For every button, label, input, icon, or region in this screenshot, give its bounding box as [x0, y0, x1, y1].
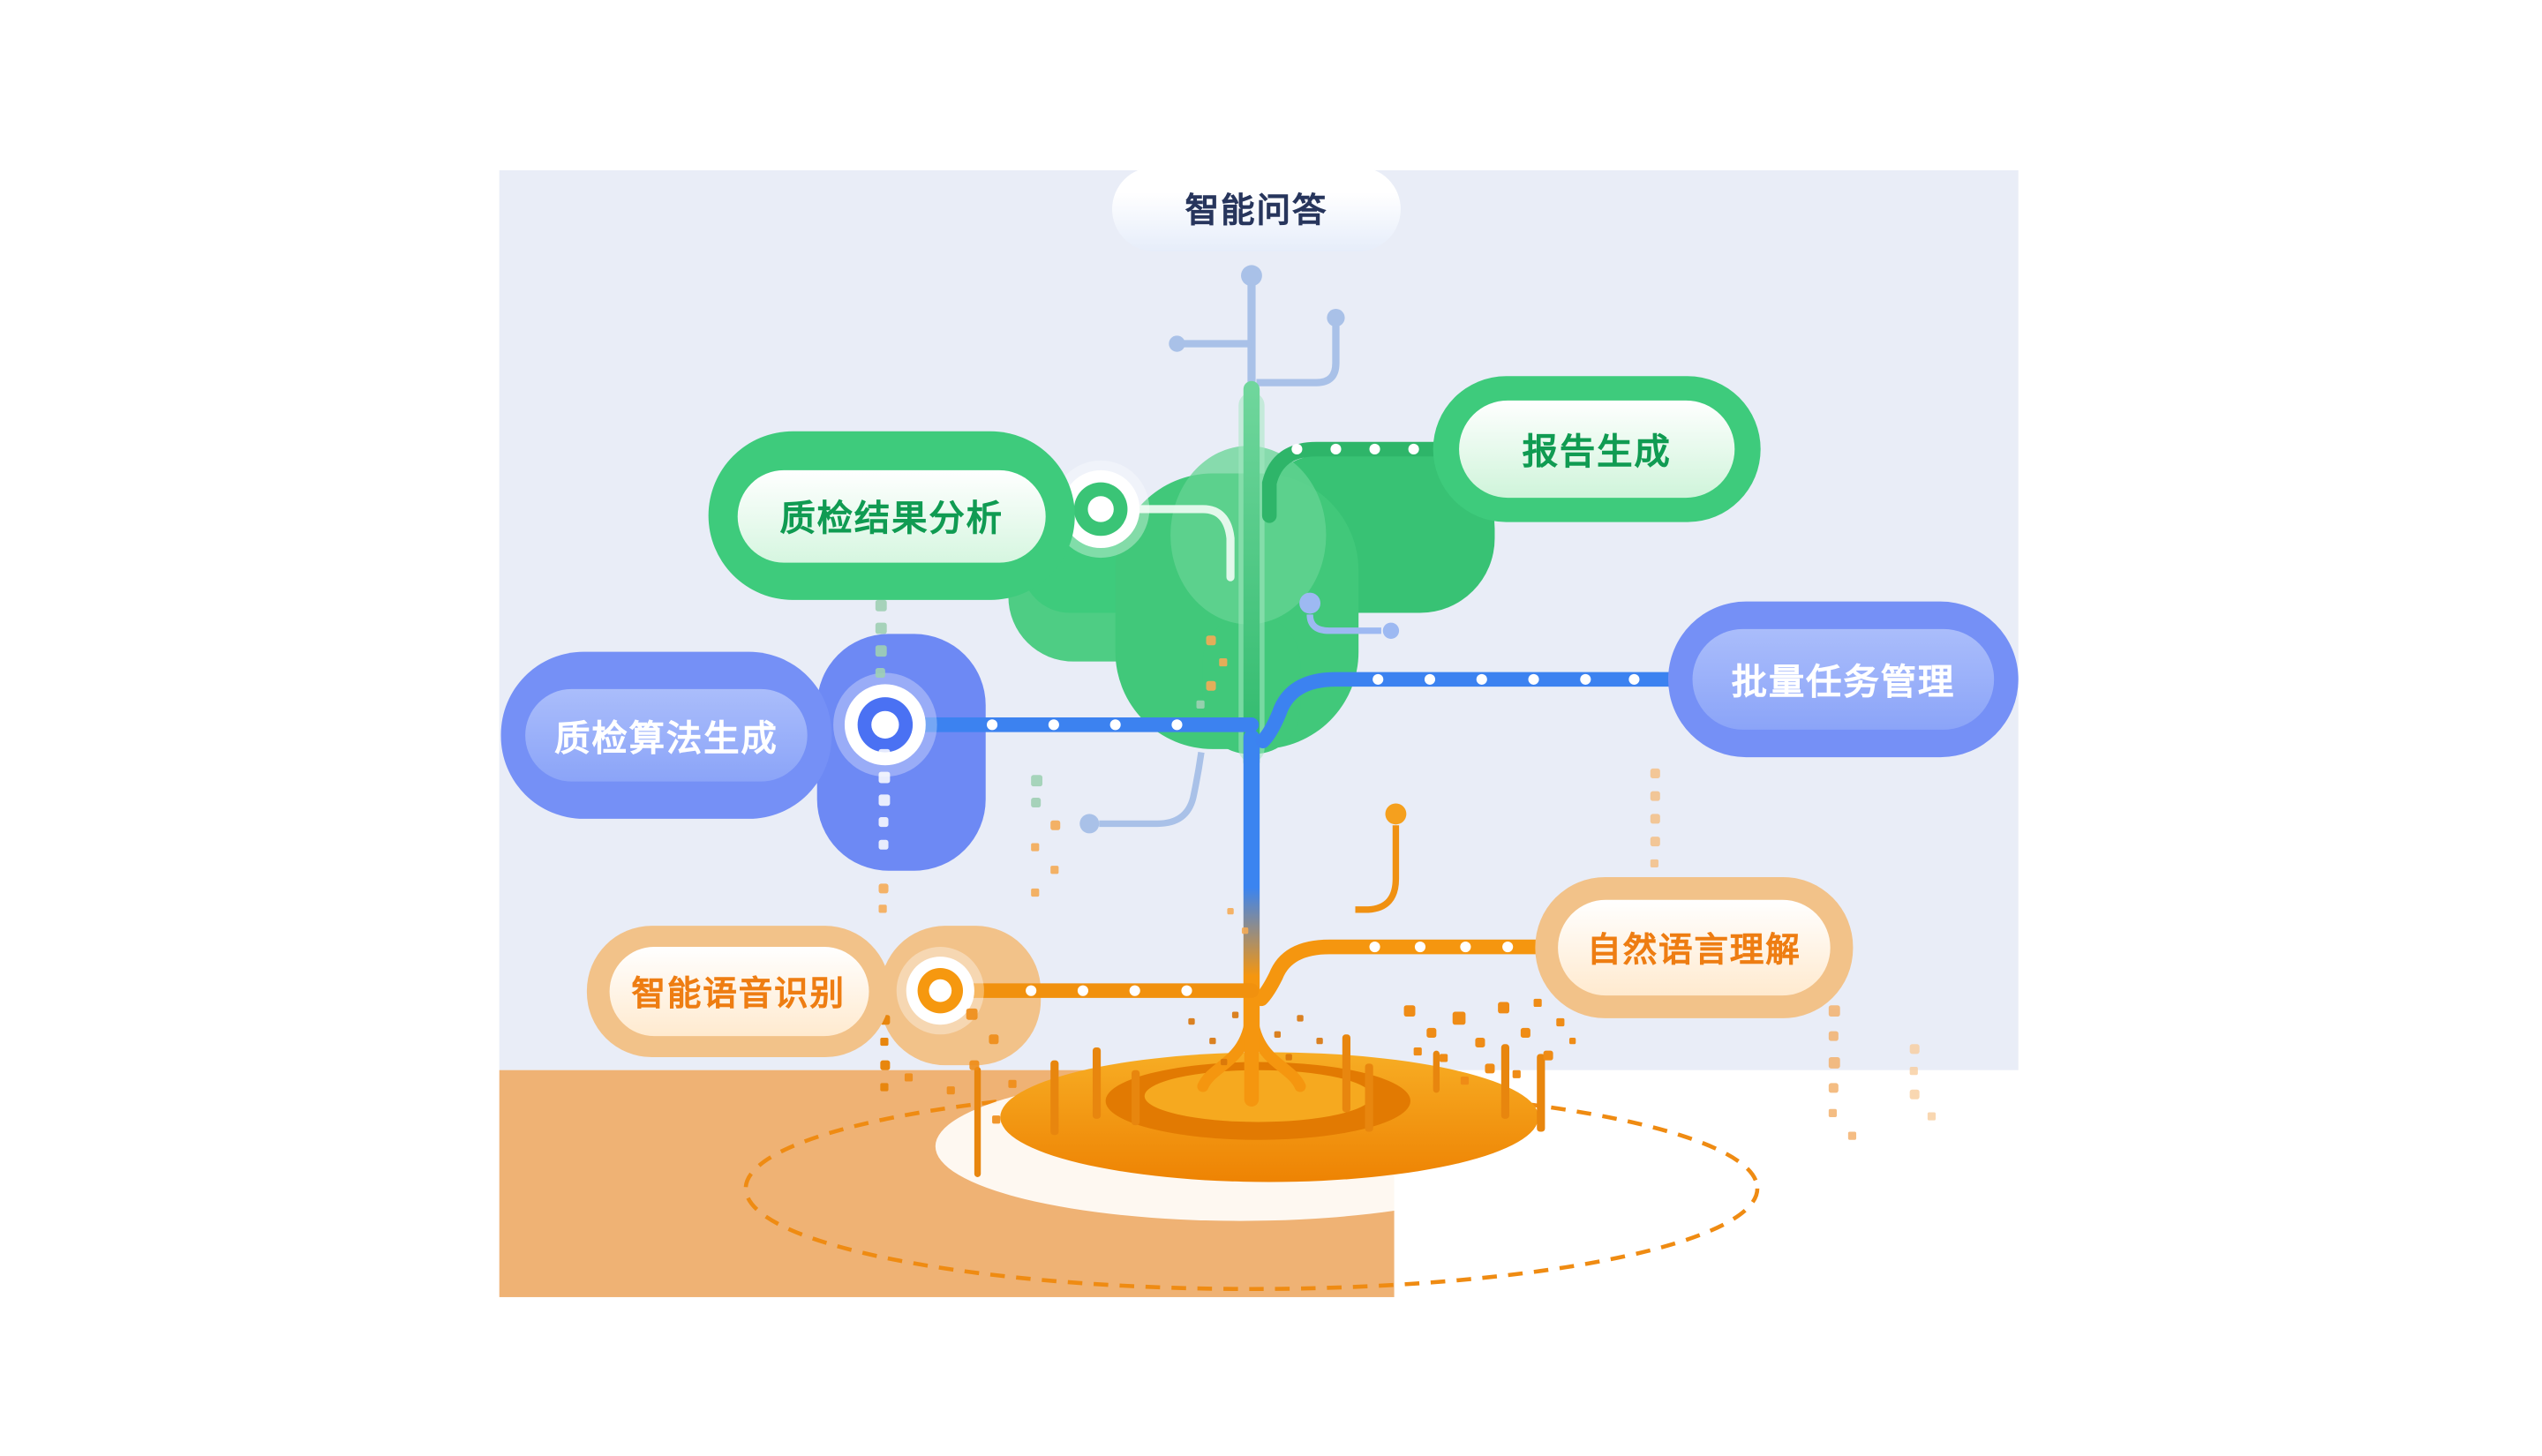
branch-report [1261, 441, 1444, 523]
node-report: 报告生成 [1433, 376, 1761, 522]
branch-analysis [1131, 505, 1235, 582]
node-algorithm-label: 质检算法生成 [554, 718, 778, 760]
node-ring-analysis [1052, 460, 1150, 559]
node-algorithm-pill: 质检算法生成 [525, 688, 808, 782]
node-nlu-pill: 自然语言理解 [1558, 899, 1831, 996]
node-asr-label: 智能语音识别 [631, 973, 846, 1013]
node-qa: 智能问答 [1111, 167, 1401, 251]
node-batch: 批量任务管理 [1667, 601, 2019, 758]
node-algorithm: 质检算法生成 [500, 651, 832, 819]
branch-nlu [1253, 939, 1546, 1007]
trunk [1197, 380, 1306, 1107]
node-qa-label: 智能问答 [1185, 191, 1328, 230]
node-report-label: 报告生成 [1522, 432, 1672, 474]
mini-circuit-orange [1355, 803, 1407, 913]
branch-asr [933, 983, 1260, 998]
node-ring-algorithm [833, 672, 937, 777]
node-batch-label: 批量任务管理 [1731, 663, 1956, 704]
node-asr-pill: 智能语音识别 [608, 947, 869, 1037]
mini-circuit-lightblue [1079, 752, 1205, 834]
node-ring-asr [896, 947, 984, 1035]
node-asr: 智能语音识别 [586, 926, 891, 1057]
node-analysis-pill: 质检结果分析 [737, 469, 1046, 562]
branch-batch [1255, 672, 1681, 748]
node-analysis-label: 质检结果分析 [779, 499, 1004, 540]
node-nlu-label: 自然语言理解 [1587, 929, 1801, 969]
node-analysis: 质检结果分析 [708, 431, 1075, 600]
node-report-pill: 报告生成 [1459, 400, 1735, 499]
branch-algorithm [877, 717, 1260, 732]
node-batch-pill: 批量任务管理 [1692, 628, 1995, 730]
base-pillars [974, 1034, 1546, 1177]
confetti [875, 599, 1937, 1140]
mini-circuit-blue [1299, 592, 1400, 639]
node-nlu: 自然语言理解 [1535, 877, 1854, 1018]
